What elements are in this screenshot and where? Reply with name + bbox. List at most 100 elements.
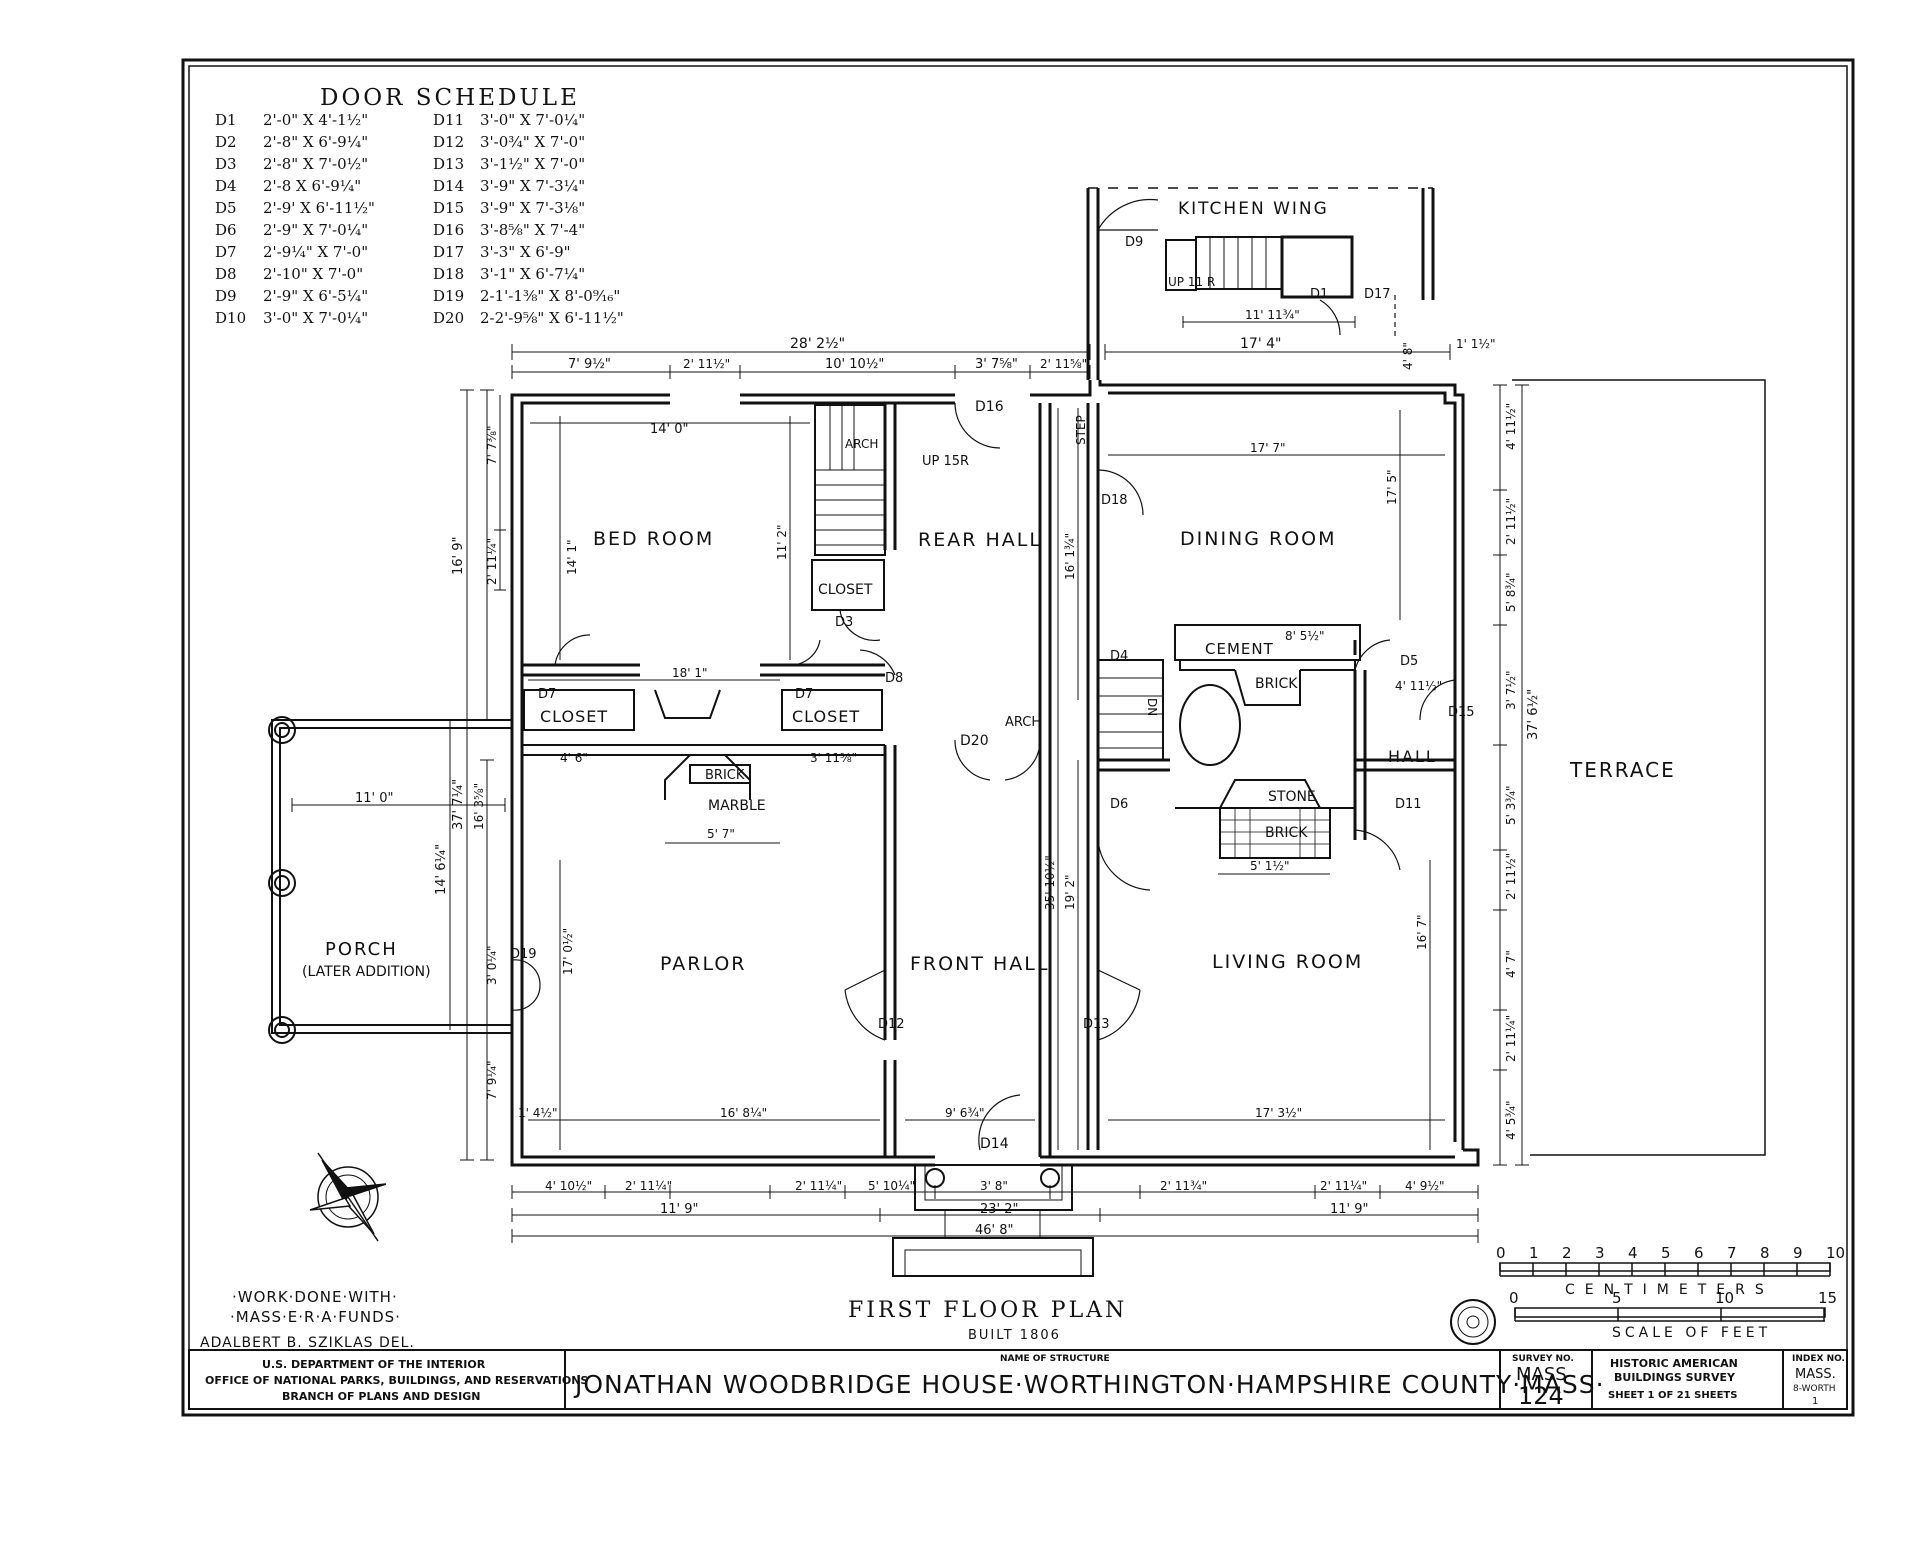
door-schedule-right-row-size: 2-2'-9⅝" X 6'-11½" [480,309,624,327]
metric-scale-tick-label: 10 [1826,1244,1845,1262]
metric-scale-tick-label: 6 [1694,1244,1704,1262]
feet-scale [1514,1307,1826,1322]
dim-right-6: 2' 11½" [1504,853,1518,900]
dim-right-2: 2' 11½" [1504,498,1518,545]
stair-label-up-15r: UP 15R [922,454,969,469]
interior-dimension-lines [528,408,1445,1150]
door-schedule-right-row-size: 3'-1½" X 7'-0" [480,155,585,173]
door-label-d4: D4 [1110,649,1128,664]
dim-parlor-height: 17' 0½" [561,928,575,975]
door-schedule-right-row-id: D14 [433,177,464,195]
door-schedule-right-row-id: D17 [433,243,464,261]
door-schedule-title: DOOR SCHEDULE [320,85,580,111]
door-schedule-right-row-id: D12 [433,133,464,151]
title-habs-line2: BUILDINGS SURVEY [1614,1371,1736,1384]
front-steps [892,1164,1094,1277]
dim-left-total: 16' 9" [451,537,466,576]
material-label-brick-living: BRICK [1265,825,1308,841]
dim-top-2: 2' 11½" [683,357,730,371]
title-survey-line1: MASS [1516,1364,1567,1385]
door-label-d15: D15 [1448,705,1475,720]
room-label-parlor: PARLOR [660,953,747,975]
feet-scale-ticks [1514,1308,1825,1321]
room-label-dining-room: DINING ROOM [1180,528,1337,550]
metric-scale-tick-label: 5 [1661,1244,1671,1262]
house-walls [510,380,1480,1167]
terrace-outline [1512,379,1766,1156]
door-label-d20: D20 [960,733,989,749]
dim-bottom-7: 2' 11¼" [1320,1179,1367,1193]
room-label-porch-note: (LATER ADDITION) [302,964,431,980]
dim-marble-width: 5' 7" [707,827,735,841]
parlor-fireplace [654,689,780,844]
stair-label-up-11r: UP 11 R [1168,275,1215,289]
dim-bed-height2: 11' 2" [775,524,789,560]
metric-scale-tick-label: 7 [1727,1244,1737,1262]
room-label-closet-right: CLOSET [792,707,860,726]
outer-border [181,58,1855,1417]
title-habs-line1: HISTORIC AMERICAN [1610,1357,1738,1370]
door-schedule-left-row-size: 2'-8 X 6'-9¼" [263,177,361,195]
dim-living-height: 16' 7" [1415,914,1429,950]
door-schedule-right-row-id: D16 [433,221,464,239]
door-label-d12: D12 [878,1017,905,1032]
dim-parlor-width: 16' 8¼" [720,1106,767,1120]
metric-scale-tick-label: 8 [1760,1244,1770,1262]
door-schedule-right-row-size: 3'-0¾" X 7'-0" [480,133,585,151]
room-label-kitchen-wing: KITCHEN WING [1178,199,1329,219]
dim-bottom-total: 46' 8" [975,1223,1014,1238]
door-label-d1: D1 [1310,287,1328,302]
door-label-d8: D8 [885,671,903,686]
dim-wing-right: 1' 1½" [1456,337,1496,351]
door-schedule-left-row-size: 2'-9" X 6'-5¼" [263,287,368,305]
dim-left-mid: 16' 3⅝" [472,783,486,830]
dim-hall-total: 35' 10½" [1043,855,1057,910]
door-schedule-right-row-size: 2-1'-1⅜" X 8'-0⁹⁄₁₆" [480,287,620,305]
title-name-label: NAME OF STRUCTURE [1000,1354,1110,1364]
dim-bottom-6: 2' 11¾" [1160,1179,1207,1193]
door-label-d6: D6 [1110,797,1128,812]
door-label-d19: D19 [510,947,537,962]
title-dept-line1: U.S. DEPARTMENT OF THE INTERIOR [262,1358,486,1371]
dim-top-3: 10' 10½" [825,357,884,372]
door-schedule-right-row-size: 3'-8⅝" X 7'-4" [480,221,585,239]
dim-top-5: 2' 11⅝" [1040,357,1087,371]
door-schedule-right-row-size: 3'-1" X 6'-7¼" [480,265,585,283]
door-schedule-right-row-id: D19 [433,287,464,305]
door-schedule-left-row-size: 3'-0" X 7'-0¼" [263,309,368,327]
dim-bottom-2: 2' 11¼" [625,1179,672,1193]
material-label-step: STEP [1074,415,1088,445]
dim-bed-height: 14' 1" [565,539,579,575]
door-schedule-right-row-id: D11 [433,111,464,129]
door-schedule-left-row-id: D4 [215,177,237,195]
rear-hall-stair [815,405,885,546]
material-label-arch-rear: ARCH [845,437,878,451]
metric-scale-tick-label: 9 [1793,1244,1803,1262]
metric-scale [1499,1262,1831,1277]
dim-window-left: 2' 11¼" [485,538,499,585]
dining-stair [1097,659,1164,761]
door-label-d17: D17 [1364,287,1391,302]
stair-label-dn: DN [1145,698,1159,716]
room-label-porch: PORCH [325,939,398,960]
dim-left-lower: 14' 6¼" [434,844,449,895]
door-label-d11: D11 [1395,797,1422,812]
feet-scale-tick-label: 5 [1612,1289,1622,1307]
dim-rear-hall-height: 16' 1¾" [1063,533,1077,580]
dim-front-hall-width: 9' 6¾" [945,1106,985,1120]
bottom-dimension-lines [511,1185,1479,1243]
door-swings [511,402,1456,1151]
dim-marble-right: 3' 11⅝" [810,751,857,765]
metric-scale-tick-label: 3 [1595,1244,1605,1262]
material-label-stone: STONE [1268,789,1316,805]
door-label-d7-right: D7 [795,687,813,702]
door-schedule-left-row-size: 2'-10" X 7'-0" [263,265,363,283]
door-schedule-right-row-size: 3'-0" X 7'-0¼" [480,111,585,129]
dim-overall-right: 37' 6½" [1526,689,1541,740]
metric-scale-tick-label: 0 [1496,1244,1506,1262]
material-label-arch-hall: ARCH [1005,715,1041,730]
dim-bottom-4: 5' 10¼" [868,1179,915,1193]
dim-top-1: 7' 9½" [568,357,611,372]
